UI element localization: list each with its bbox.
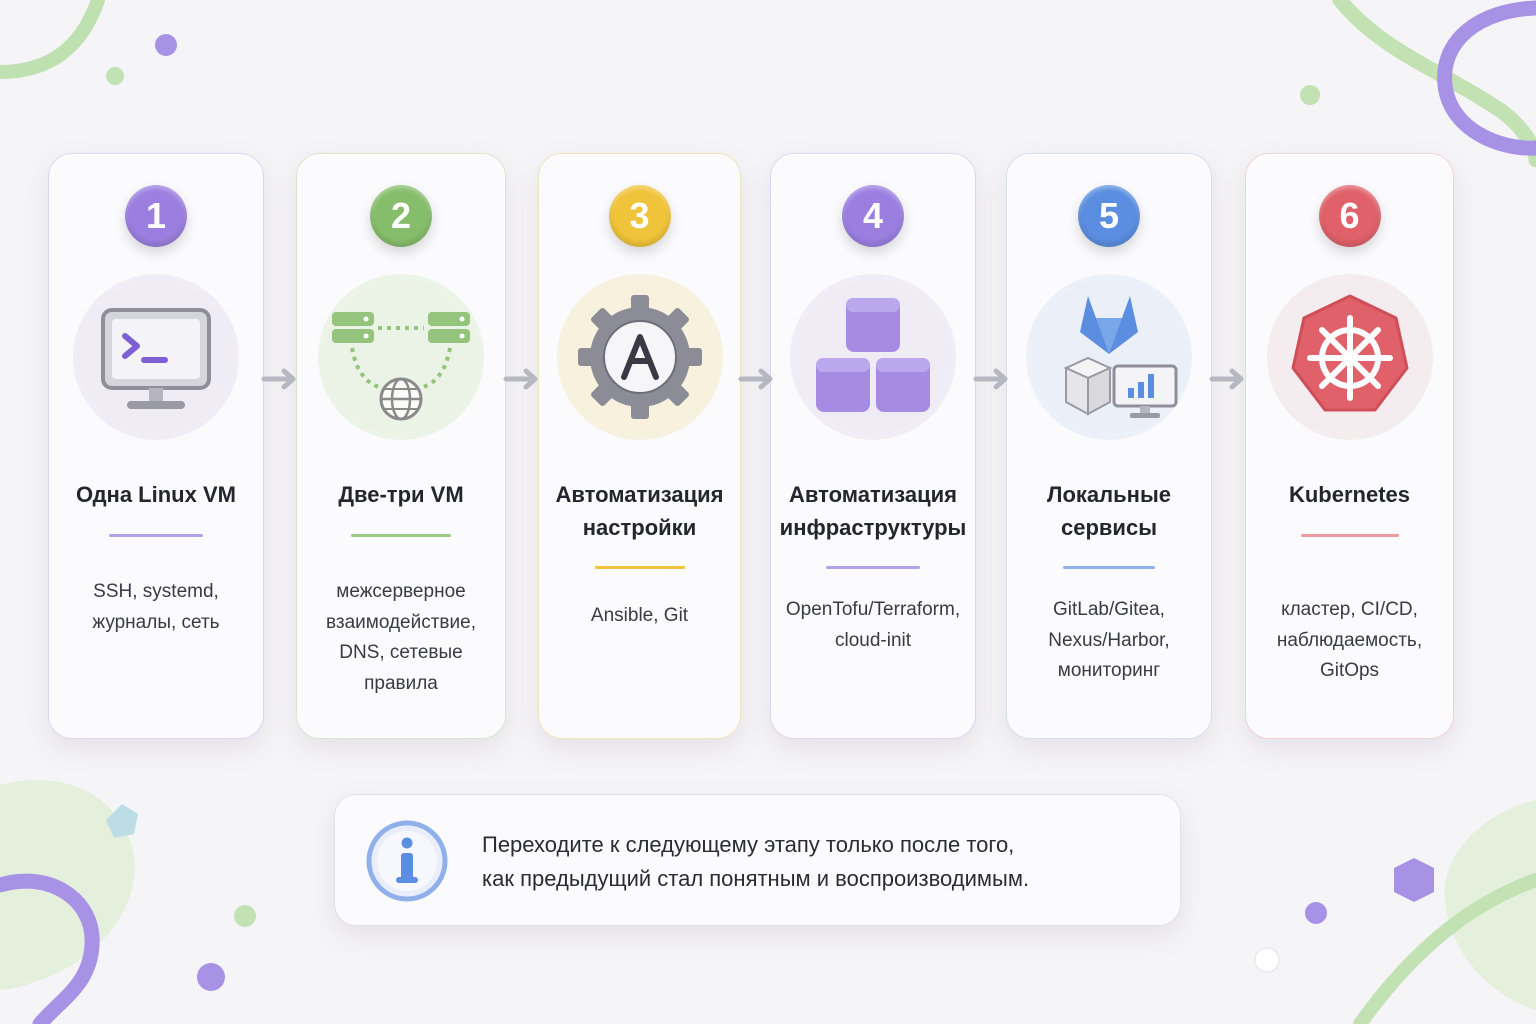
step-divider [1063,566,1155,569]
step-description: OpenTofu/Terraform, cloud-init [785,599,961,651]
purple-dot [155,34,177,56]
step-number-badge: 5 [1078,185,1140,247]
step-title: Kubernetes [1288,482,1411,507]
step-divider [594,566,685,569]
green-dot [1300,85,1320,105]
step-description: Ansible, Git [590,605,689,626]
icon-halo [556,274,723,440]
purple-swirl-bottom-left [0,873,100,1024]
step-card-2: 2 Две-три VM межсерверное взаимодействие… [296,153,506,739]
arrow-right-icon [261,368,296,390]
step-title: Автоматизация настройки [555,482,724,540]
step-title: Две-три VM [338,482,464,507]
icon-halo [1026,274,1192,440]
step-card-3: 3 Автоматизация настройки Ansi [538,153,741,739]
icon-halo [790,274,956,440]
step-card-5: 5 Локальные сервисы GitLab/Gitea, Nexus/… [1006,153,1212,739]
step-card-6: 6 Kubernetes кластер, CI/CD, наблюдаемос… [1245,153,1454,739]
note-text: Переходите к следующему этапу только пос… [482,828,1142,896]
teal-gem [106,804,138,838]
step-title: Локальные сервисы [1047,482,1171,540]
step-divider [351,534,451,537]
info-note: Переходите к следующему этапу только пос… [334,794,1181,926]
note-text-line-1: Переходите к следующему этапу только пос… [482,832,1015,857]
step-divider [1300,534,1399,537]
icon-halo [318,274,484,440]
info-icon [366,820,448,902]
green-swirl-top-left [0,0,105,79]
green-dot [234,905,256,927]
white-dot [1254,947,1280,973]
green-dot [106,67,124,85]
kubernetes-helm-icon [1291,294,1408,412]
ansible-gear-icon [577,295,702,419]
purple-swirl-top-right [1437,0,1536,156]
cubes-icon [816,298,930,412]
step-number-badge: 4 [842,185,904,247]
purple-cube [1394,858,1434,902]
step-description: кластер, CI/CD, наблюдаемость, GitOps [1276,599,1423,681]
monitoring-chart-icon [1112,364,1178,418]
network-servers-icon [332,312,470,421]
arrow-right-icon [738,368,773,390]
step-divider [109,534,203,537]
services-icon [1063,296,1178,418]
step-number-badge: 3 [608,185,671,247]
step-title: Автоматизация инфраструктуры [779,482,967,540]
purple-dot [197,963,225,991]
step-title: Одна Linux VM [76,482,236,507]
step-divider [826,566,920,569]
icon-halo [73,274,239,440]
step-number-badge: 1 [125,185,187,247]
step-description: межсерверное взаимодействие, DNS, сетевы… [325,581,476,694]
step-number-badge: 6 [1318,185,1381,247]
note-text-line-2: как предыдущий стал понятным и воспроизв… [482,866,1030,891]
step-card-4: 4 Автоматизация инфраструктуры OpenTofu/… [770,153,976,739]
step-card-1: 1 Одна Linux VM SSH, systemd, журналы, с… [48,153,264,739]
arrow-right-icon [1209,368,1244,390]
package-box-icon [1063,356,1113,416]
step-description: GitLab/Gitea, Nexus/Harbor, мониторинг [1048,599,1170,681]
step-number-badge: 2 [370,185,432,247]
terminal-monitor-icon [101,308,211,409]
arrow-right-icon [503,368,538,390]
icon-halo [1266,274,1433,440]
arrow-right-icon [973,368,1008,390]
purple-dot [1305,902,1327,924]
green-swirl-bottom-right [1353,873,1536,1024]
step-description: SSH, systemd, журналы, сеть [92,581,220,633]
